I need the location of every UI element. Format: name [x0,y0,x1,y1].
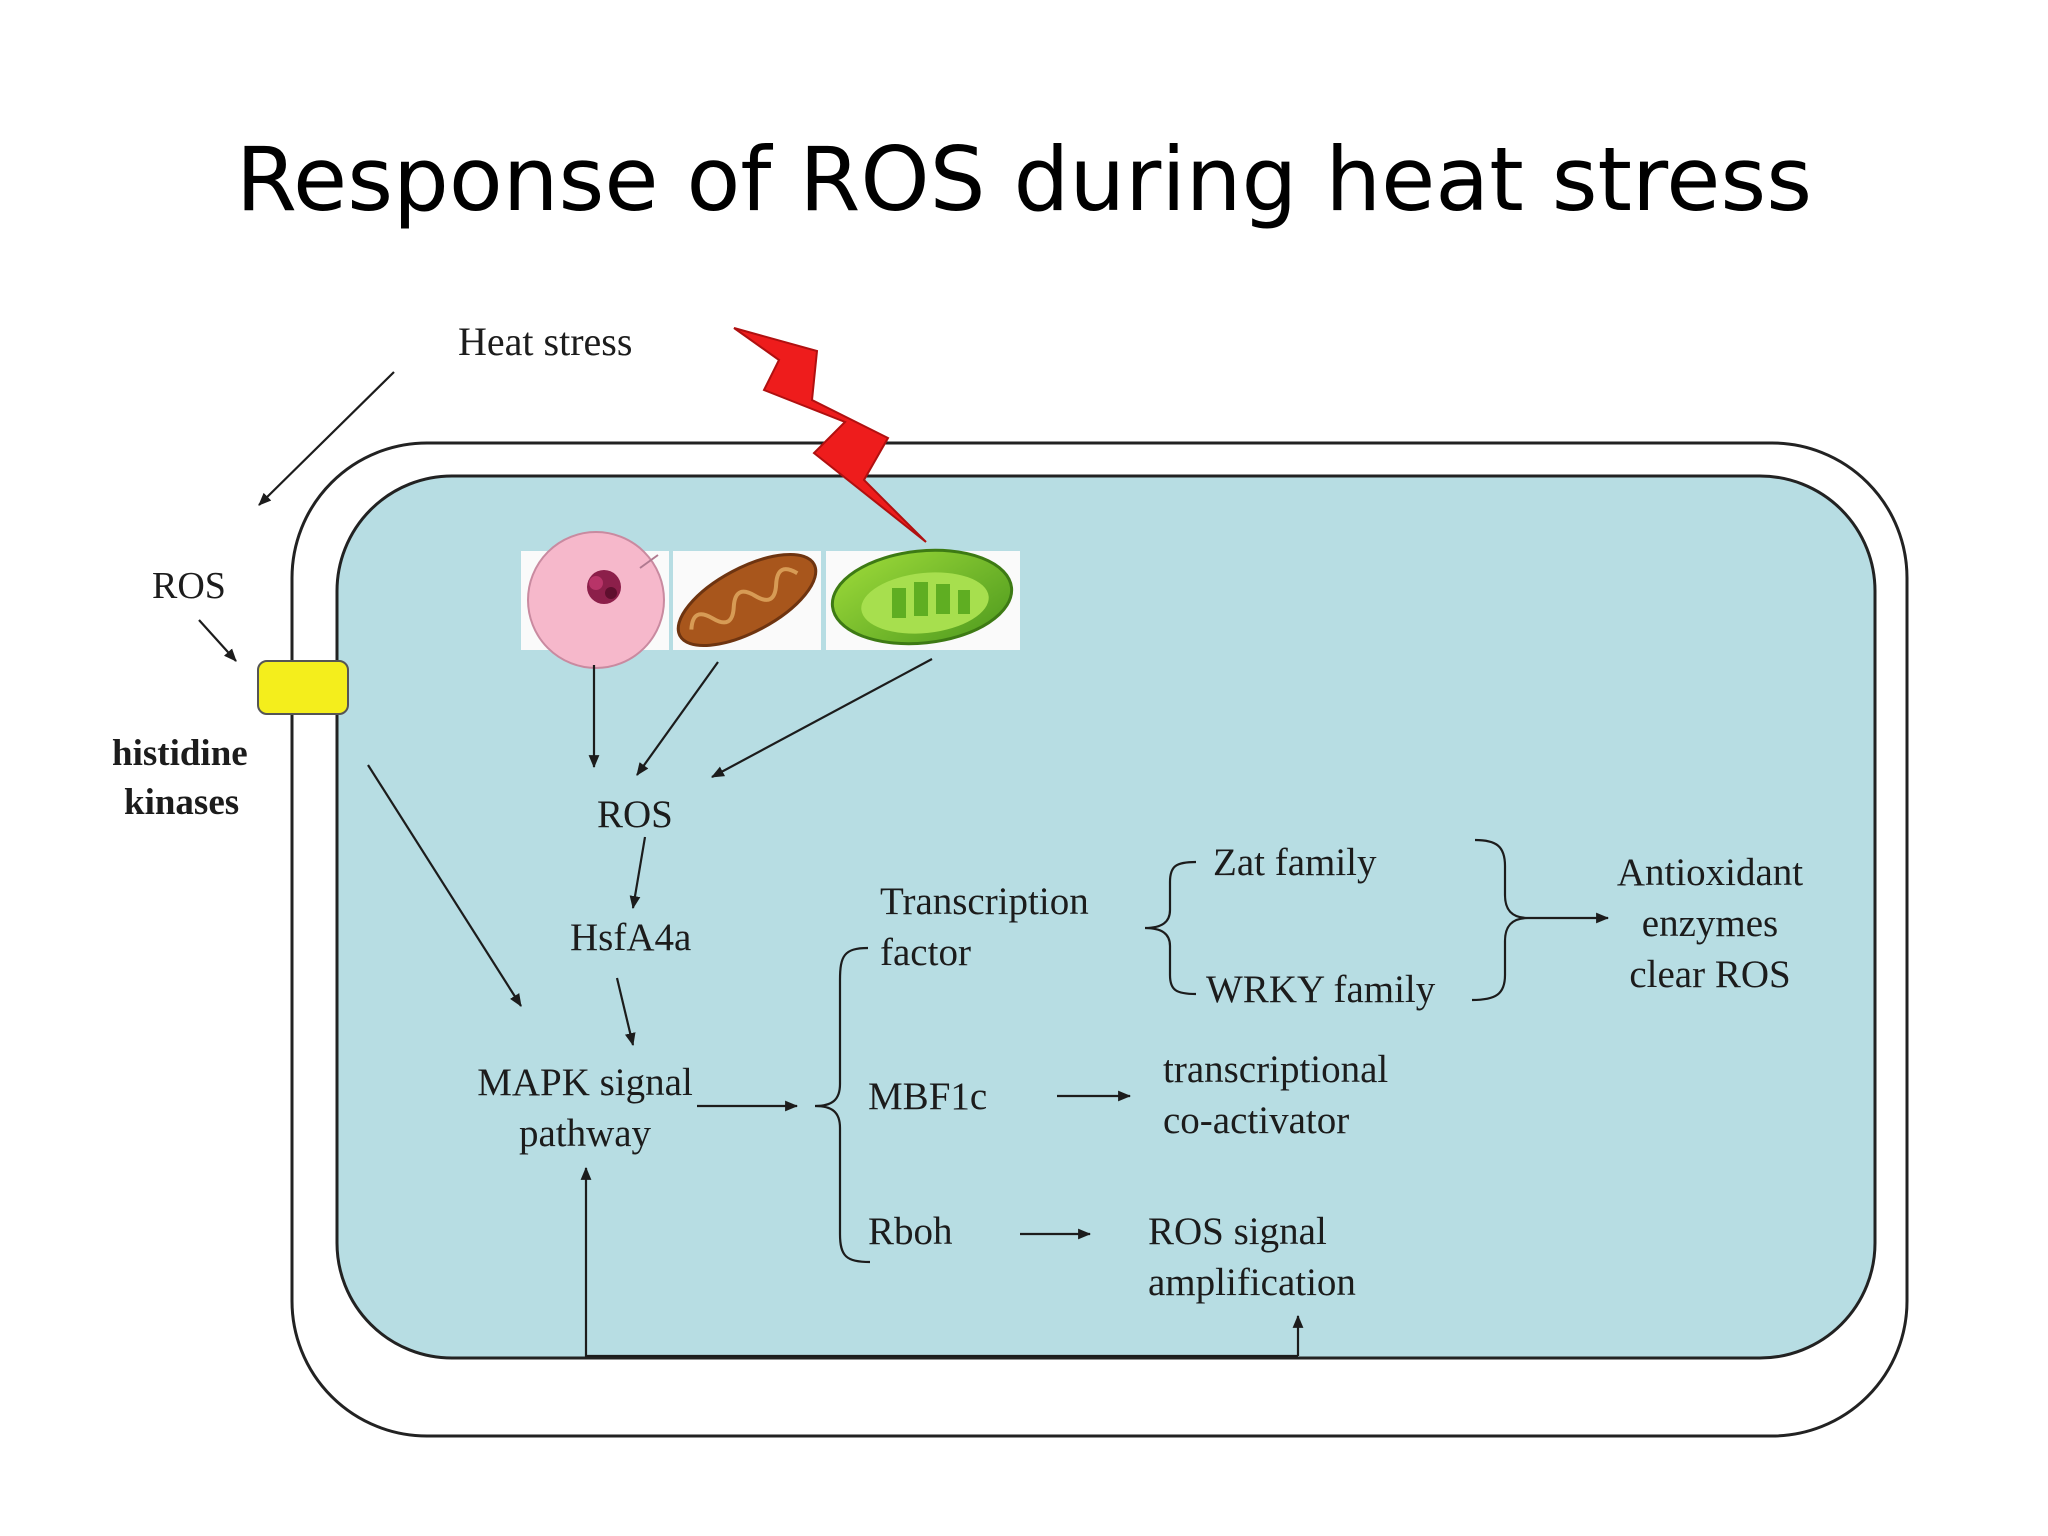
label-transcription: Transcription [880,880,1089,923]
arrow-receptor-to-mapk [367,764,522,1007]
label-enzymes: enzymes [1641,902,1779,945]
lightning-icon [733,327,927,543]
arrow-heat-to-ros [258,371,395,506]
brace-branches [814,946,871,1264]
slide-title: Response of ROS during heat stress [235,128,1813,231]
cytoplasm [335,474,1877,1360]
label-ros-inside: ROS [597,793,673,836]
label-transcriptional: transcriptional [1163,1048,1389,1091]
label-hsfa4a: HsfA4a [570,916,692,959]
label-mbf1c: MBF1c [868,1075,988,1118]
arrow-mito-to-ros [636,661,719,776]
label-ros-outside: ROS [152,565,226,607]
label-ros-signal: ROS signal [1148,1210,1327,1253]
brace-tf-families [1144,860,1197,996]
label-coactivator: co-activator [1163,1099,1350,1142]
arrow-chloro-to-ros [711,658,933,778]
label-rboh: Rboh [868,1210,953,1253]
arrow-hsfa4a-to-mapk [615,977,636,1047]
label-histidine: histidine [112,733,248,774]
label-zat-family: Zat family [1213,841,1377,884]
arrow-feedback-to-mapk [580,1166,1298,1358]
arrow-ros-to-receptor [198,619,237,662]
label-clear-ros: clear ROS [1629,953,1791,996]
label-mapk-line2: pathway [518,1112,652,1155]
chloroplast-icon [830,548,1014,646]
label-wrky-family: WRKY family [1206,968,1436,1011]
label-kinases: kinases [124,782,240,823]
label-mapk-line1: MAPK signal [477,1061,693,1104]
arrow-ros-to-hsfa4a [629,836,647,910]
mitochondrion-icon [676,552,818,648]
label-amplification: amplification [1148,1261,1356,1304]
organelles [521,531,1020,669]
histidine-kinase-receptor [257,660,349,715]
label-factor: factor [880,931,971,974]
nucleus-icon [527,531,665,669]
label-heat-stress: Heat stress [458,319,633,364]
label-antioxidant: Antioxidant [1616,851,1804,894]
